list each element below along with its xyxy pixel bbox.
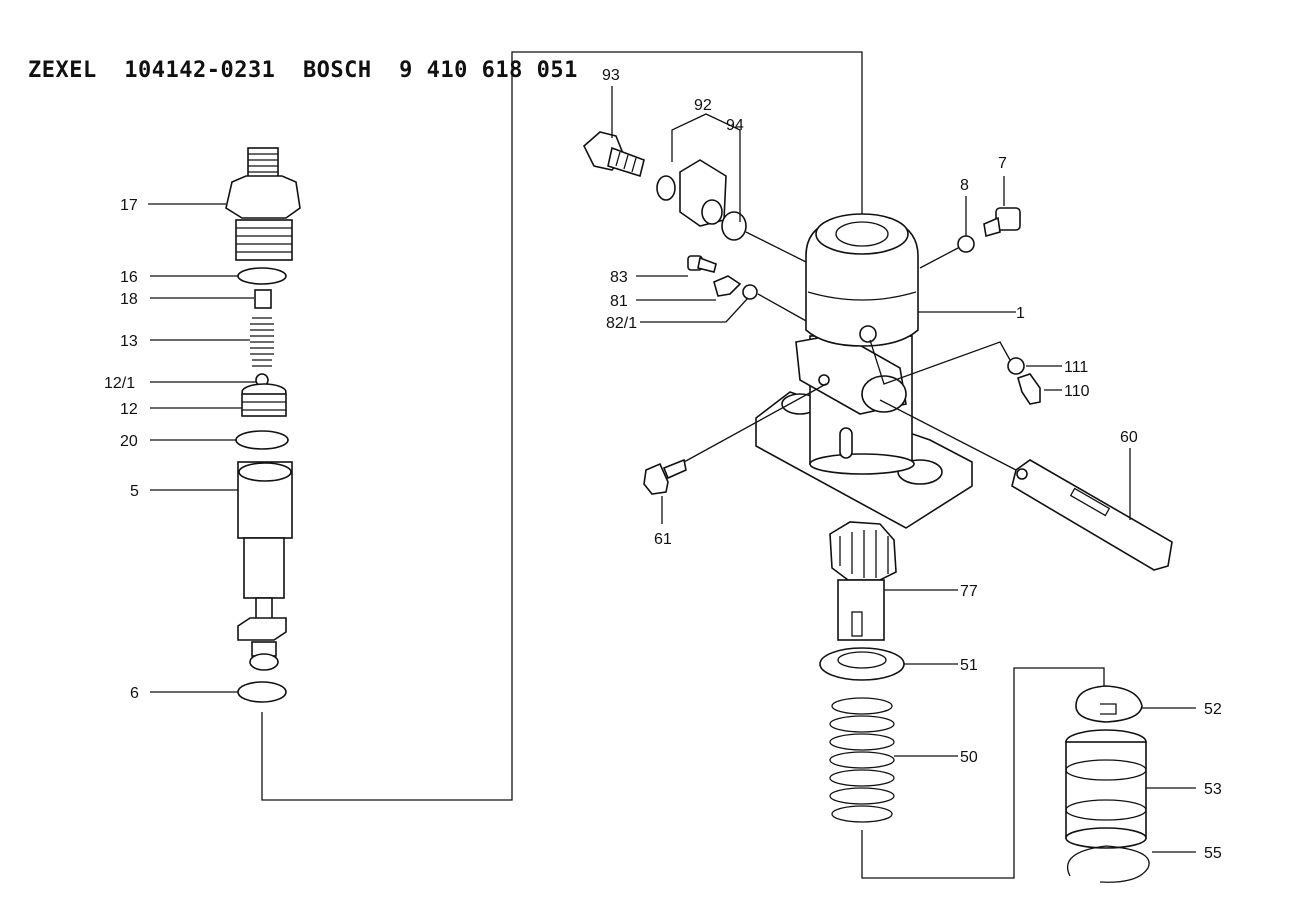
part-82-1-washer [742, 284, 758, 300]
part-55-snap-ring [1066, 845, 1150, 883]
callout-13: 13 [120, 333, 138, 350]
title-brand-zexel: ZEXEL [28, 58, 97, 83]
callout-83: 83 [610, 269, 628, 286]
part-50-plunger-spring [829, 697, 895, 823]
callout-51: 51 [960, 657, 978, 674]
callout-50: 50 [960, 749, 978, 766]
callout-92: 92 [694, 97, 712, 114]
callout-82-1: 82/1 [606, 315, 637, 332]
part-5-element [237, 461, 293, 671]
callout-18: 18 [120, 291, 138, 308]
part-18-filler [254, 289, 272, 309]
part-61-screw [643, 458, 687, 495]
part-53-tappet [1065, 729, 1147, 849]
part-81-clip [713, 275, 742, 297]
callout-77: 77 [960, 583, 978, 600]
part-93-banjo-bolt [583, 131, 645, 178]
callout-20: 20 [120, 433, 138, 450]
callout-53: 53 [1204, 781, 1222, 798]
title-bosch-code: 9 410 618 051 [399, 58, 578, 83]
part-110-screw [1017, 373, 1041, 405]
part-52-retainer [1075, 685, 1143, 723]
callout-60: 60 [1120, 429, 1138, 446]
part-83-screw [687, 255, 717, 273]
part-7-screw [983, 207, 1021, 238]
callout-8: 8 [960, 177, 969, 194]
part-13-spring [250, 317, 274, 367]
part-6-washer [237, 681, 287, 703]
callout-17: 17 [120, 197, 138, 214]
callout-7: 7 [998, 155, 1007, 172]
diagram-title: ZEXEL 104142-0231 BOSCH 9 410 618 051 [28, 58, 578, 83]
callout-111: 111 [1064, 359, 1088, 376]
callout-1: 1 [1016, 305, 1025, 322]
part-1-pump-body [755, 213, 973, 529]
callout-94: 94 [726, 117, 744, 134]
callout-61: 61 [654, 531, 672, 548]
title-brand-bosch: BOSCH [302, 58, 372, 83]
title-zexel-code: 104142-0231 [124, 58, 276, 83]
part-94-washer-a [656, 175, 676, 201]
callout-55: 55 [1204, 845, 1222, 862]
part-60-control-rack [1011, 459, 1173, 571]
callout-6: 6 [130, 685, 139, 702]
connector-line-spring-to-seat [861, 667, 1105, 879]
part-20-o-ring [235, 430, 289, 450]
callout-93: 93 [602, 67, 620, 84]
part-77-control-sleeve [829, 521, 897, 641]
part-92-banjo [679, 159, 727, 227]
part-8-washer [957, 235, 975, 253]
callout-5: 5 [130, 483, 139, 500]
part-94-washer-b [721, 211, 747, 241]
part-16-washer [237, 267, 287, 285]
part-12-valve [241, 383, 287, 417]
part-51-spring-seat [819, 647, 905, 681]
callout-110: 110 [1064, 383, 1090, 400]
part-17-valve-holder [225, 147, 301, 261]
callout-52: 52 [1204, 701, 1222, 718]
callout-16: 16 [120, 269, 138, 286]
part-111-nut [1007, 357, 1025, 375]
callout-12-1: 12/1 [104, 375, 135, 392]
callout-81: 81 [610, 293, 628, 310]
connector-line-left-to-body [261, 51, 863, 801]
callout-12: 12 [120, 401, 138, 418]
